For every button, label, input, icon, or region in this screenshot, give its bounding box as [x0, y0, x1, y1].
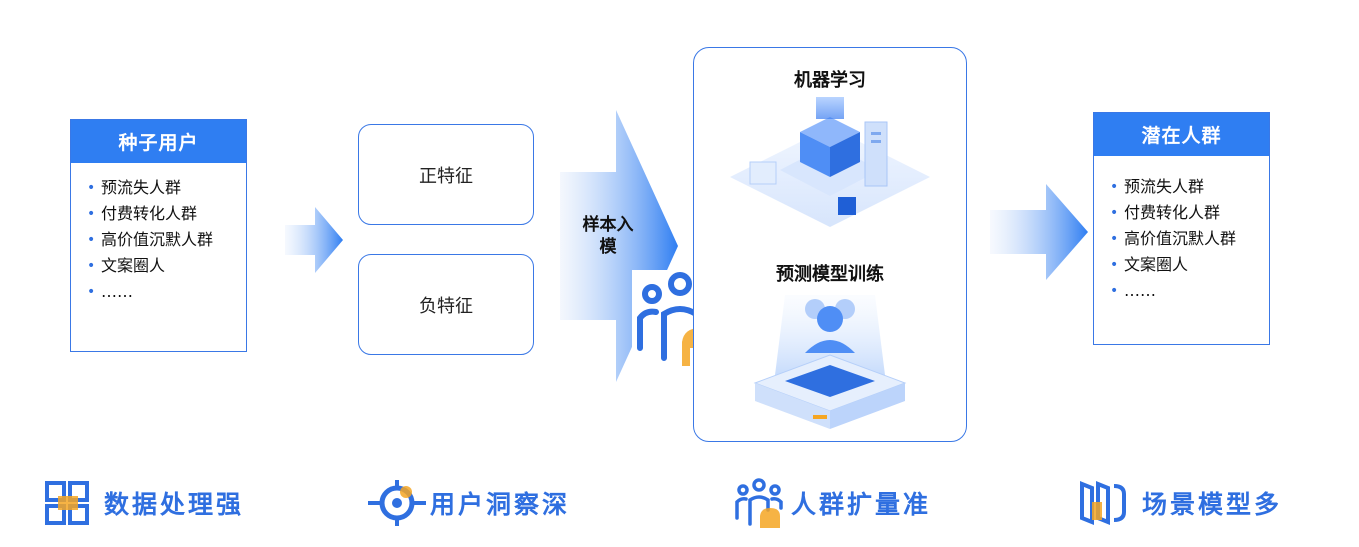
benefit-label: 场景模型多: [1142, 490, 1283, 519]
potential-crowd-panel: 潜在人群 预流失人群 付费转化人群 高价值沉默人群 文案圈人 ……: [1093, 112, 1270, 345]
positive-feature-box: 正特征: [358, 124, 534, 225]
grid-icon: [45, 481, 89, 525]
positive-feature-label: 正特征: [419, 165, 473, 187]
list-item: 预流失人群: [87, 175, 232, 201]
benefit-label: 人群扩量准: [791, 490, 932, 519]
list-item: 高价值沉默人群: [1110, 226, 1255, 252]
sample-input-label: 样本入模: [582, 215, 634, 257]
benefit-crowd-expansion: 人群扩量准: [733, 478, 932, 528]
list-item: 文案圈人: [87, 253, 232, 279]
target-icon: [368, 480, 426, 526]
benefit-user-insight: 用户洞察深: [368, 480, 570, 526]
benefit-data-processing: 数据处理强: [44, 480, 244, 526]
seed-users-title: 种子用户: [71, 120, 246, 163]
flow-arrow-icon: [285, 207, 343, 273]
ml-subtitle: 预测模型训练: [776, 264, 884, 285]
benefit-label: 用户洞察深: [430, 490, 571, 519]
list-item: 预流失人群: [1110, 174, 1255, 200]
list-item: 高价值沉默人群: [87, 227, 232, 253]
ml-title: 机器学习: [794, 70, 866, 91]
benefit-label: 数据处理强: [104, 490, 245, 519]
seed-users-panel: 种子用户 预流失人群 付费转化人群 高价值沉默人群 文案圈人 ……: [70, 119, 247, 352]
seed-users-list: 预流失人群 付费转化人群 高价值沉默人群 文案圈人 ……: [71, 163, 246, 305]
list-item: 付费转化人群: [1110, 200, 1255, 226]
potential-crowd-title: 潜在人群: [1094, 113, 1269, 156]
group-icon: [735, 478, 783, 528]
prediction-platform-icon: [753, 295, 907, 429]
potential-crowd-list: 预流失人群 付费转化人群 高价值沉默人群 文案圈人 ……: [1094, 156, 1269, 304]
server-cluster-icon: [730, 97, 930, 227]
list-item: 文案圈人: [1110, 252, 1255, 278]
benefit-scenario-models: 场景模型多: [1078, 480, 1282, 526]
negative-feature-label: 负特征: [419, 295, 473, 317]
negative-feature-box: 负特征: [358, 254, 534, 355]
flow-arrow-icon: [990, 184, 1088, 280]
funnel-arrow-icon: [560, 110, 678, 382]
list-item: 付费转化人群: [87, 201, 232, 227]
list-item: ……: [87, 279, 232, 305]
panels-icon: [1080, 481, 1126, 525]
list-item: ……: [1110, 278, 1255, 304]
